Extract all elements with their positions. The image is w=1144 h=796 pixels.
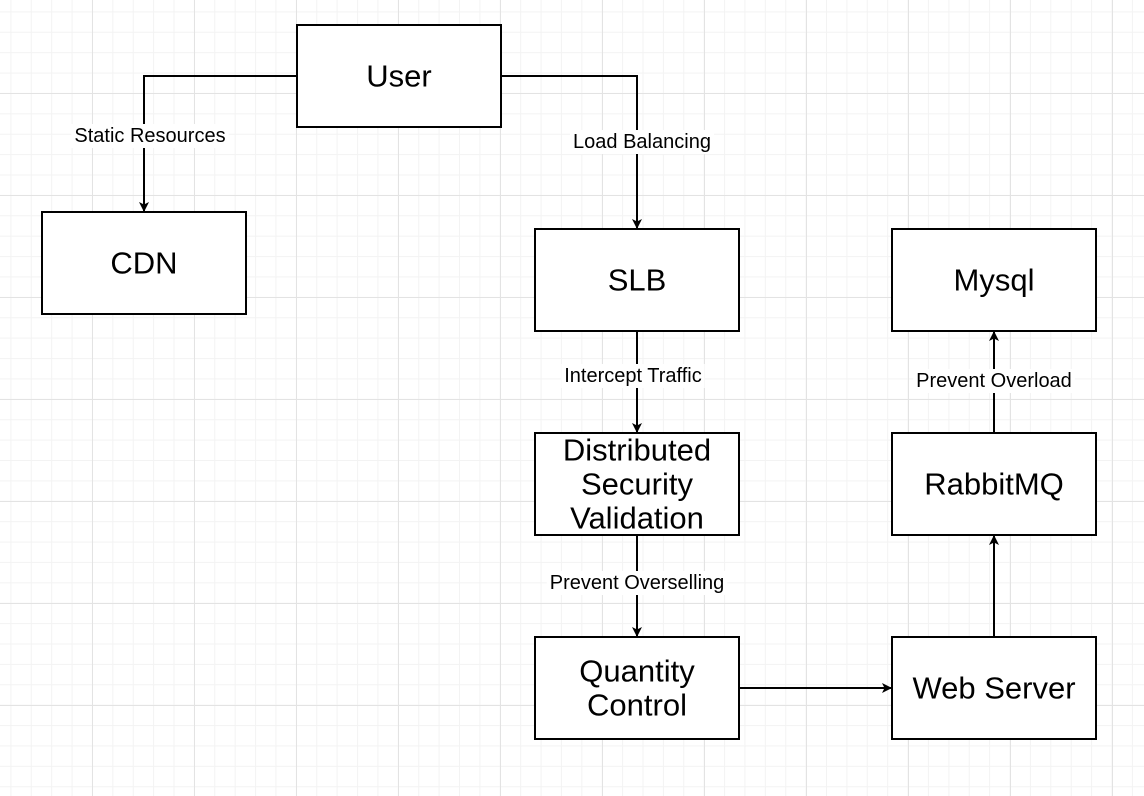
edge-label-background xyxy=(546,571,728,595)
node-box xyxy=(296,24,502,128)
edge-label-user-slb: Load Balancing xyxy=(570,130,714,154)
node-label: User xyxy=(366,59,431,94)
node-rabbitmq[interactable]: RabbitMQ xyxy=(891,432,1097,536)
edge-label-rabbitmq-mysql: Prevent Overload xyxy=(913,369,1075,393)
node-label: Control xyxy=(587,688,687,723)
node-box xyxy=(891,228,1097,332)
edge-user-slb xyxy=(501,75,642,229)
edge-label-text: Prevent Overselling xyxy=(550,572,725,594)
edge-label-background xyxy=(913,369,1075,393)
node-label: Security xyxy=(581,467,693,502)
edge-label-text: Prevent Overload xyxy=(916,370,1072,392)
edge-labels: Static Resources Load BalancingIntercept … xyxy=(71,124,1075,595)
node-user[interactable]: User xyxy=(296,24,502,128)
edge-label-slb-security: Intercept Traffic xyxy=(561,364,705,388)
node-slb[interactable]: SLB xyxy=(534,228,740,332)
node-label: Distributed xyxy=(563,433,711,468)
node-label: Validation xyxy=(570,501,704,536)
node-box xyxy=(891,432,1097,536)
arrow-user-slb xyxy=(501,75,642,229)
edge-label-background xyxy=(71,124,229,148)
node-mysql[interactable]: Mysql xyxy=(891,228,1097,332)
edge-label-background xyxy=(561,364,705,388)
node-label: RabbitMQ xyxy=(924,467,1064,502)
node-box xyxy=(41,211,247,315)
node-label: Mysql xyxy=(954,263,1035,298)
edge-label-background xyxy=(570,130,714,154)
arrow-user-cdn xyxy=(139,75,297,212)
edge-label-security-quantity: Prevent Overselling xyxy=(546,571,728,595)
node-box xyxy=(534,432,740,536)
node-label: Web Server xyxy=(912,671,1075,706)
edge-label-text: Static Resources xyxy=(74,125,225,147)
edge-label-text: Intercept Traffic xyxy=(564,365,701,387)
node-box xyxy=(534,228,740,332)
node-label: SLB xyxy=(608,263,667,298)
node-label: CDN xyxy=(110,246,177,281)
node-label: Quantity xyxy=(579,654,695,689)
node-webserver[interactable]: Web Server xyxy=(891,636,1097,740)
edge-label-text: Load Balancing xyxy=(573,131,711,153)
edge-user-cdn xyxy=(139,75,297,212)
node-box xyxy=(534,636,740,740)
edges xyxy=(139,75,999,693)
node-box xyxy=(891,636,1097,740)
edge-label-user-cdn: Static Resources xyxy=(71,124,229,148)
node-cdn[interactable]: CDN xyxy=(41,211,247,315)
